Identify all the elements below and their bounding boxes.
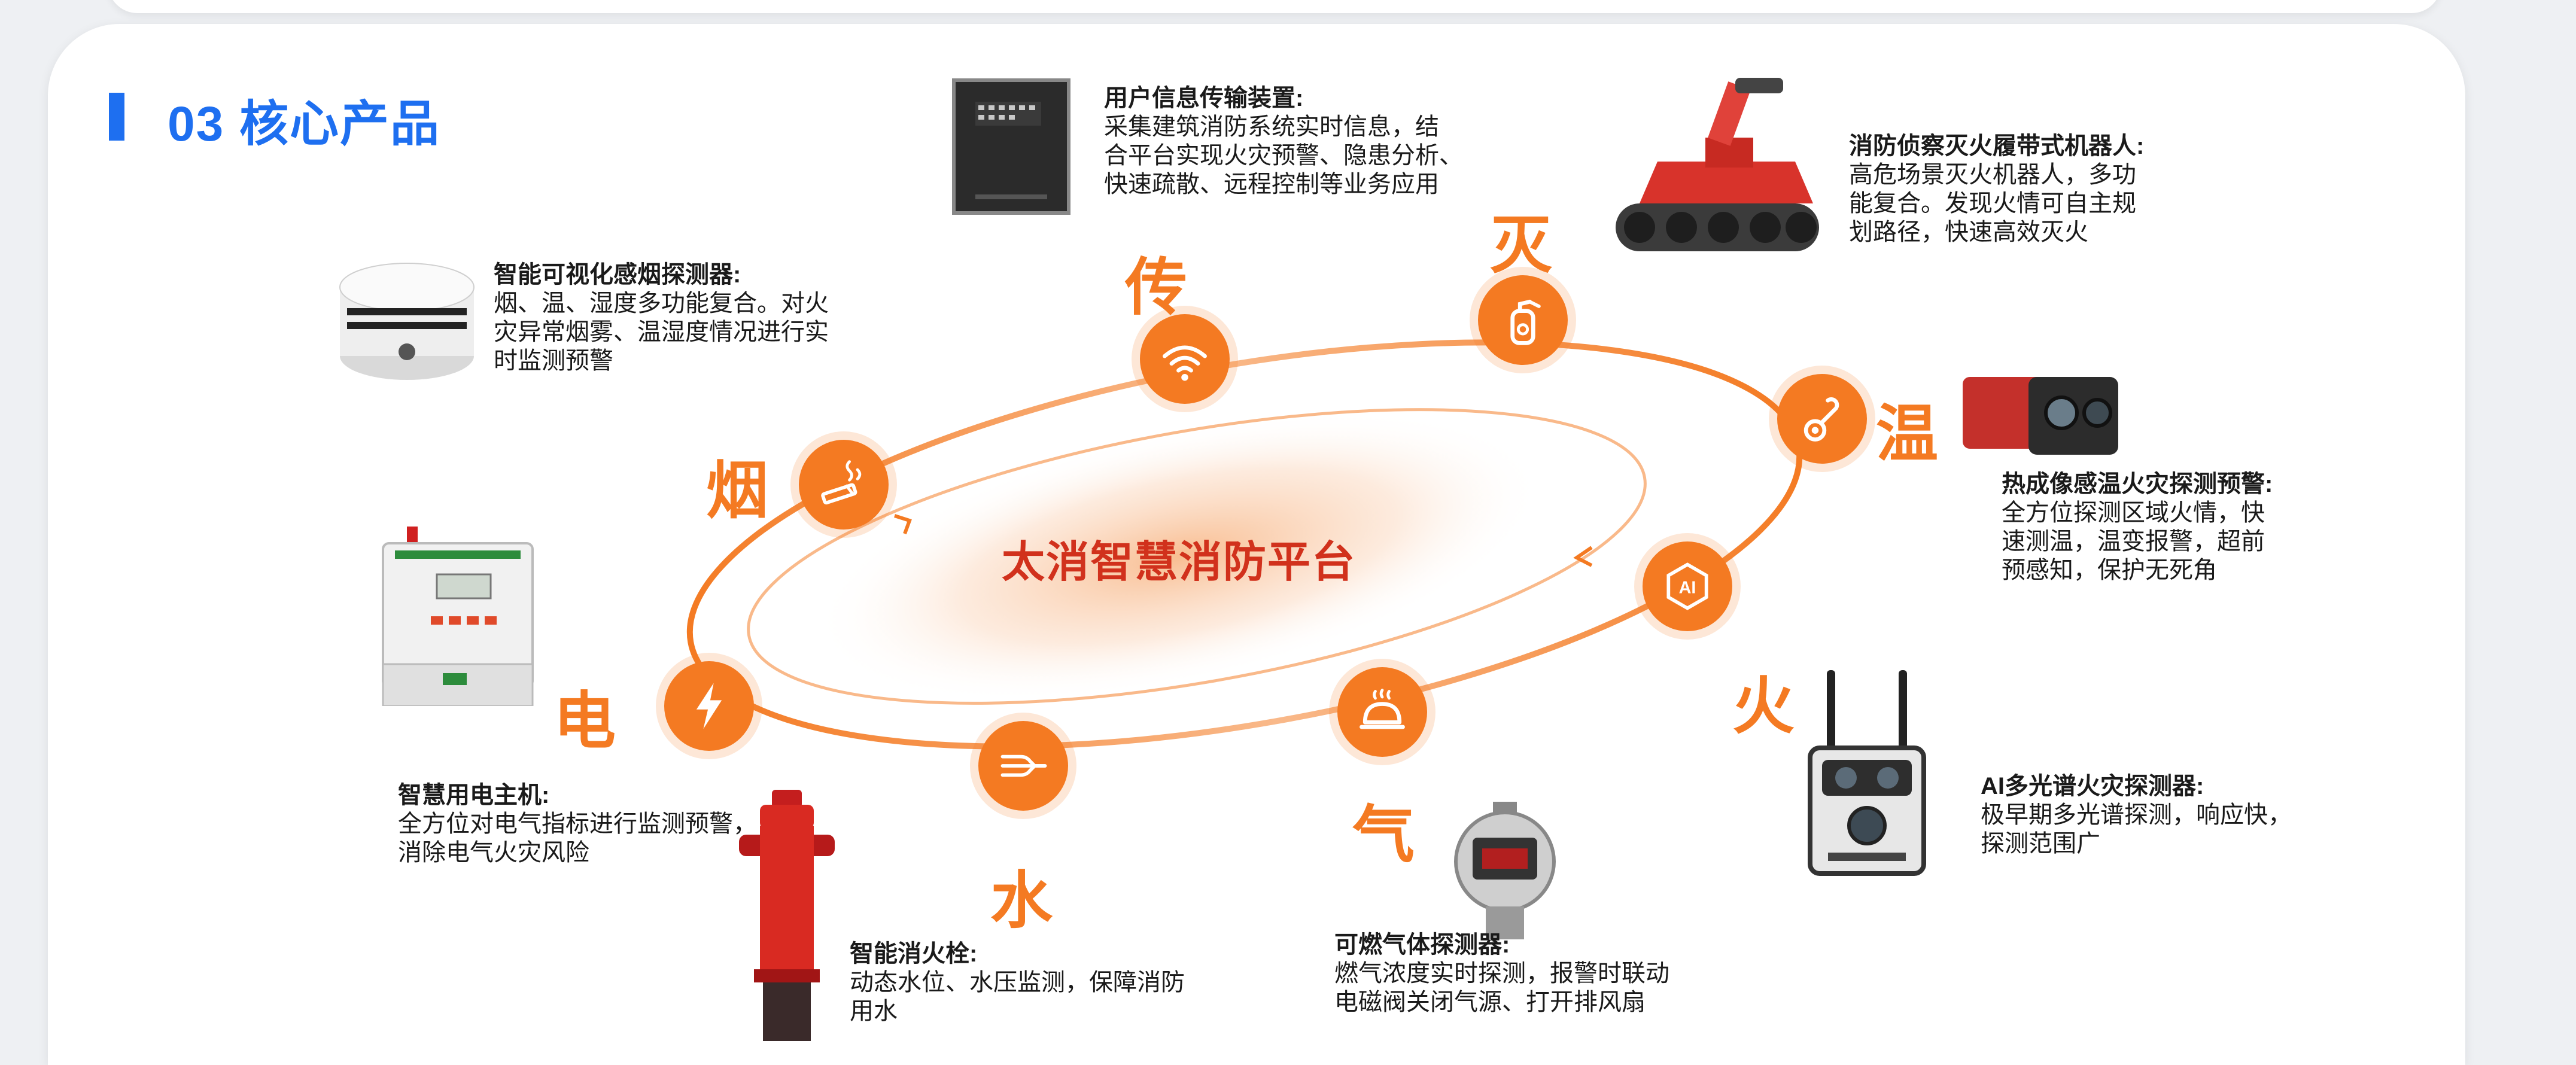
desc-gas-detector-title: 可燃气体探测器: bbox=[1334, 932, 1510, 958]
top-strip bbox=[108, 0, 2441, 13]
desc-electric-host: 智慧用电主机: 全方位对电气指标进行监测预警， 消除电气火灾风险 bbox=[398, 781, 757, 867]
desc-thermal-line: 预感知，保护无死角 bbox=[2002, 557, 2217, 583]
desc-gas-detector: 可燃气体探测器: 燃气浓度实时探测，报警时联动 电磁阀关闭气源、打开排风扇 bbox=[1334, 930, 1669, 1017]
node-transmission[interactable] bbox=[1140, 314, 1230, 404]
ai-multispectral-detector-image bbox=[1808, 670, 1926, 876]
desc-transmission: 用户信息传输装置: 采集建筑消防系统实时信息，结 合平台实现火灾预警、隐患分析、… bbox=[1104, 84, 1463, 199]
desc-robot-line: 高危场景灭火机器人，多功 bbox=[1849, 162, 2136, 188]
node-gas[interactable] bbox=[1337, 667, 1427, 757]
transmission-device-image bbox=[952, 78, 1070, 215]
arrow-right bbox=[1573, 546, 1593, 567]
center-glow bbox=[814, 411, 1543, 702]
desc-smoke-detector-line: 灾异常烟雾、温湿度情况进行实 bbox=[494, 319, 829, 345]
wifi-icon bbox=[1163, 345, 1207, 381]
smart-hydrant-image bbox=[739, 790, 835, 1041]
desc-robot: 消防侦察灭火履带式机器人: 高危场景灭火机器人，多功 能复合。发现火情可自主规 … bbox=[1849, 132, 2144, 247]
thermometer-icon bbox=[1803, 397, 1839, 442]
thermal-camera-image bbox=[1963, 377, 2118, 455]
node-extinguish-label: 灭 bbox=[1490, 211, 1553, 281]
desc-smoke-detector-title: 智能可视化感烟探测器: bbox=[494, 261, 741, 288]
desc-ai-detector: AI多光谱火灾探测器: 极早期多光谱探测，响应快， 探测范围广 bbox=[1981, 772, 2292, 858]
desc-gas-detector-line: 燃气浓度实时探测，报警时联动 bbox=[1334, 960, 1669, 987]
desc-transmission-line: 采集建筑消防系统实时信息，结 bbox=[1104, 114, 1439, 140]
desc-transmission-line: 合平台实现火灾预警、隐患分析、 bbox=[1104, 142, 1463, 169]
smart-electric-host-image bbox=[382, 527, 534, 706]
desc-thermal-line: 速测温，温变报警，超前 bbox=[2002, 528, 2265, 555]
ai-chip-icon: AI bbox=[1666, 562, 1708, 610]
desc-hydrant-title: 智能消火栓: bbox=[850, 941, 978, 967]
water-flow-icon bbox=[1000, 754, 1047, 777]
desc-transmission-line: 快速疏散、远程控制等业务应用 bbox=[1104, 171, 1439, 197]
desc-ai-detector-line: 极早期多光谱探测，响应快， bbox=[1981, 802, 2292, 828]
lightning-icon bbox=[696, 683, 722, 729]
node-extinguish[interactable] bbox=[1478, 275, 1568, 365]
node-transmission-label: 传 bbox=[1125, 253, 1188, 322]
node-fire-ai-label: 火 bbox=[1732, 672, 1795, 741]
desc-smoke-detector: 智能可视化感烟探测器: 烟、温、湿度多功能复合。对火 灾异常烟雾、温湿度情况进行… bbox=[494, 260, 829, 375]
node-smoke-label: 烟 bbox=[706, 457, 769, 526]
svg-text:AI: AI bbox=[1679, 579, 1696, 598]
desc-ai-detector-title: AI多光谱火灾探测器: bbox=[1981, 773, 2204, 799]
section-title: 03 核心产品 bbox=[168, 97, 440, 151]
desc-robot-line: 能复合。发现火情可自主规 bbox=[1849, 190, 2136, 217]
section-marker bbox=[109, 93, 124, 141]
desc-robot-line: 划路径，快速高效灭火 bbox=[1849, 219, 2088, 245]
desc-gas-detector-line: 电磁阀关闭气源、打开排风扇 bbox=[1334, 989, 1646, 1015]
desc-hydrant-line: 用水 bbox=[850, 998, 898, 1024]
desc-hydrant-line: 动态水位、水压监测，保障消防 bbox=[850, 969, 1185, 996]
gas-detector-image bbox=[1454, 802, 1556, 939]
desc-ai-detector-line: 探测范围广 bbox=[1981, 830, 2100, 857]
desc-thermal-title: 热成像感温火灾探测预警: bbox=[2002, 471, 2273, 497]
desc-smoke-detector-line: 烟、温、湿度多功能复合。对火 bbox=[494, 290, 829, 317]
desc-hydrant: 智能消火栓: 动态水位、水压监测，保障消防 用水 bbox=[850, 939, 1185, 1026]
desc-robot-title: 消防侦察灭火履带式机器人: bbox=[1849, 133, 2145, 159]
inner-ring bbox=[747, 408, 1647, 705]
node-temperature-label: 温 bbox=[1876, 400, 1939, 469]
node-water[interactable] bbox=[978, 721, 1068, 811]
desc-thermal: 热成像感温火灾探测预警: 全方位探测区域火情，快 速测温，温变报警，超前 预感知… bbox=[2002, 470, 2273, 585]
node-electric-label: 电 bbox=[553, 687, 616, 756]
desc-electric-host-title: 智慧用电主机: bbox=[398, 782, 550, 808]
desc-electric-host-line: 全方位对电气指标进行监测预警， bbox=[398, 811, 757, 837]
smoke-icon bbox=[821, 460, 862, 505]
node-water-label: 水 bbox=[990, 866, 1053, 936]
node-fire-ai[interactable]: AI bbox=[1643, 541, 1732, 631]
node-electric[interactable] bbox=[664, 661, 754, 751]
arrow-left bbox=[894, 514, 912, 535]
desc-thermal-line: 全方位探测区域火情，快 bbox=[2002, 500, 2265, 526]
desc-smoke-detector-line: 时监测预警 bbox=[494, 348, 613, 374]
node-temperature[interactable] bbox=[1777, 374, 1867, 464]
firefighting-robot-image bbox=[1616, 78, 1819, 251]
fire-extinguisher-icon bbox=[1510, 299, 1541, 345]
gas-alarm-icon bbox=[1360, 689, 1405, 729]
platform-title: 太消智慧消防平台 bbox=[1001, 538, 1356, 586]
desc-electric-host-line: 消除电气火灾风险 bbox=[398, 839, 589, 866]
smoke-detector-image bbox=[339, 263, 475, 380]
desc-transmission-title: 用户信息传输装置: bbox=[1104, 85, 1304, 111]
node-gas-label: 气 bbox=[1352, 801, 1415, 870]
node-smoke[interactable] bbox=[799, 440, 889, 530]
